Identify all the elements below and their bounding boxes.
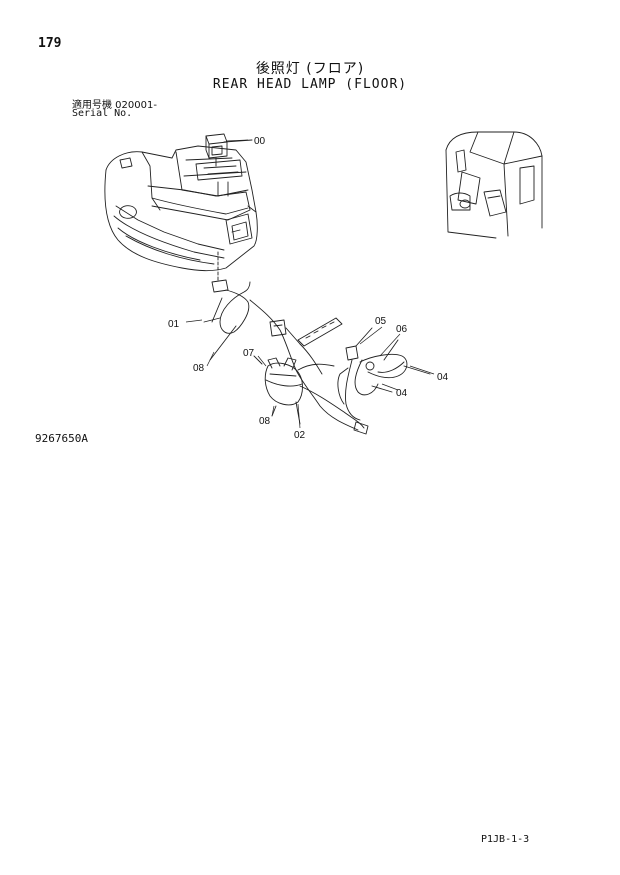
title-japanese: 後照灯 (フロア) (255, 61, 365, 77)
serial-label-japanese: 適用号機 020001- (72, 100, 157, 111)
bracket-drawing (297, 317, 373, 421)
callout-02: 02 (294, 430, 306, 441)
callout-08-left: 08 (193, 363, 205, 374)
page-reference: P1JB-1-3 (481, 834, 530, 845)
callout-01: 01 (168, 319, 180, 330)
callout-04-lower: 04 (396, 388, 408, 399)
callout-05: 05 (375, 316, 387, 327)
callout-06: 06 (396, 324, 408, 335)
page-number: 179 (38, 36, 62, 51)
leader-lines (185, 139, 435, 429)
drawing-code: 9267650A (35, 432, 88, 445)
cab-inset-drawing (445, 131, 543, 239)
lamp-assembly-drawing (253, 355, 369, 435)
callout-08-lower: 08 (259, 416, 271, 427)
serial-label-english: Serial No. (72, 108, 133, 119)
title-english: REAR HEAD LAMP (FLOOR) (212, 77, 408, 92)
callout-07: 07 (243, 348, 255, 359)
clamp-drawing (337, 339, 431, 405)
callout-04-right: 04 (437, 372, 449, 383)
callout-00: 00 (254, 136, 266, 147)
floor-console-drawing (104, 145, 258, 272)
